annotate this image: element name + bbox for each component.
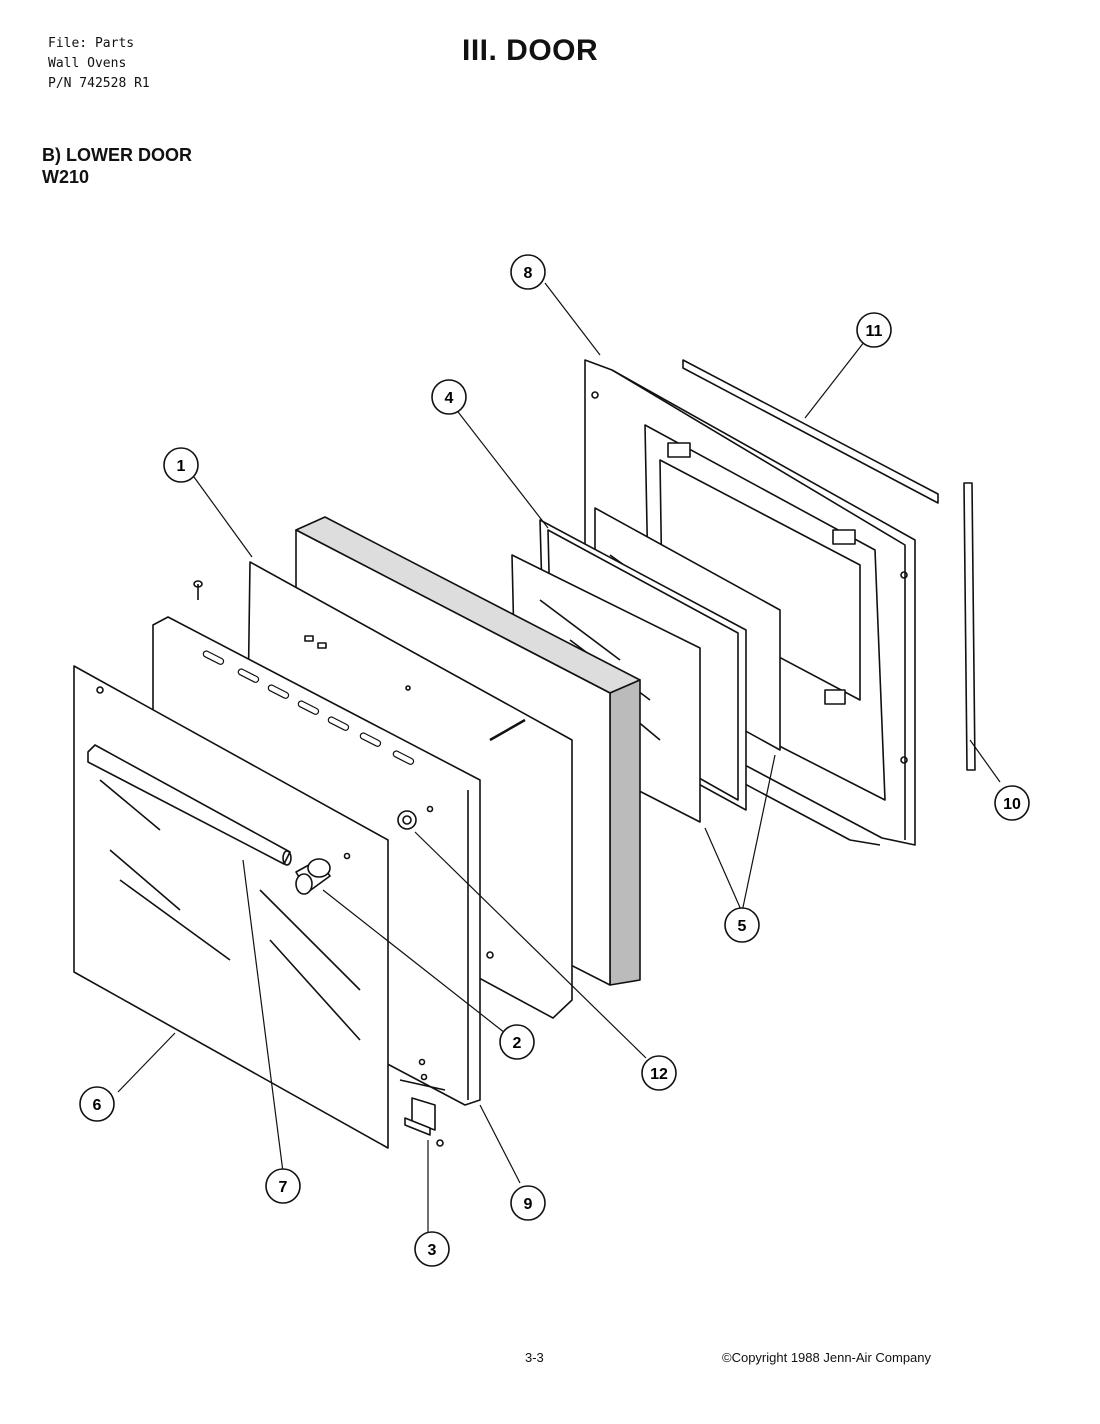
callout-4: 4 (431, 379, 467, 415)
callout-8-label: 8 (524, 265, 533, 282)
callout-8: 8 (510, 254, 546, 290)
callout-5: 5 (724, 907, 760, 943)
door-handle-part (87, 744, 292, 866)
callout-11: 11 (856, 312, 892, 348)
callout-3: 3 (414, 1231, 450, 1267)
section-heading: B) LOWER DOOR W210 (42, 144, 192, 188)
callout-11-label: 11 (866, 323, 883, 340)
section-title: B) LOWER DOOR (42, 145, 192, 165)
file-line-part-number: P/N 742528 R1 (48, 76, 150, 91)
callout-3-label: 3 (428, 1242, 437, 1259)
callout-9-label: 9 (524, 1196, 533, 1213)
callout-1: 1 (163, 447, 199, 483)
top-rail-part (682, 359, 939, 504)
callout-10-label: 10 (1003, 796, 1021, 813)
knob-part (295, 852, 351, 895)
side-rail-part (963, 482, 976, 771)
file-line-parts: File: Parts (48, 36, 135, 51)
callout-7-label: 7 (279, 1179, 288, 1196)
callout-12-label: 12 (650, 1066, 668, 1083)
bushing-part (397, 805, 434, 830)
model-number: W210 (42, 167, 90, 187)
page-title: III. DOOR (462, 34, 599, 67)
callout-10: 10 (994, 785, 1030, 821)
callout-2-label: 2 (513, 1035, 522, 1052)
callout-7: 7 (265, 1168, 301, 1204)
page-number: 3-3 (525, 1350, 544, 1365)
callout-12: 12 (641, 1055, 677, 1091)
callout-6: 6 (79, 1086, 115, 1122)
bracket-part (399, 1079, 446, 1136)
callout-4-label: 4 (445, 390, 454, 407)
callout-6-label: 6 (93, 1097, 102, 1114)
callout-9: 9 (510, 1185, 546, 1221)
callout-2: 2 (499, 1024, 535, 1060)
callout-1-label: 1 (177, 458, 186, 475)
copyright-notice: ©Copyright 1988 Jenn-Air Company (722, 1350, 932, 1365)
file-info: File: Parts Wall Ovens P/N 742528 R1 (48, 34, 150, 94)
screw-part (193, 580, 526, 1147)
callout-5-label: 5 (738, 918, 747, 935)
file-line-wall-ovens: Wall Ovens (48, 56, 127, 71)
